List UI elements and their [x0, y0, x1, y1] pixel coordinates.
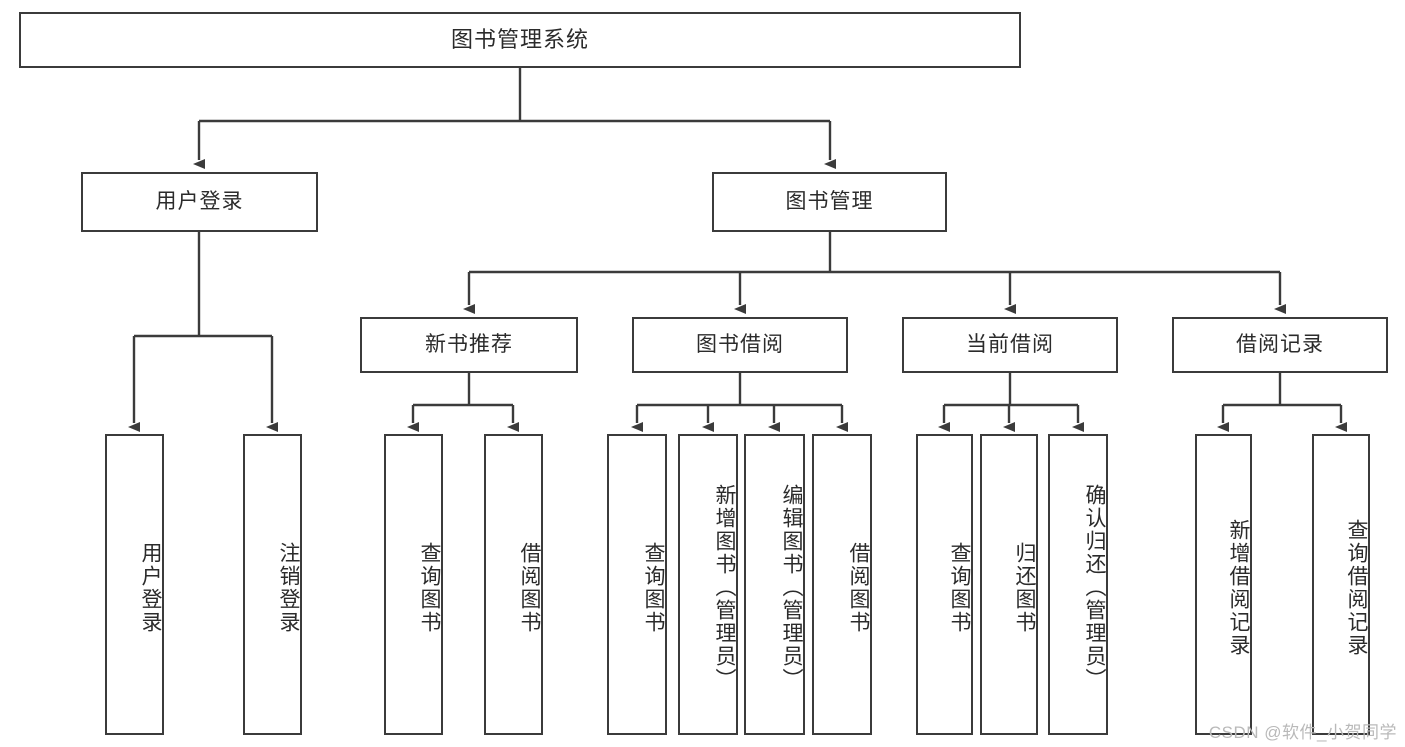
leaf-user-logout[interactable]: 注销登录	[243, 434, 302, 735]
node-book-borrow[interactable]: 图书借阅	[632, 317, 848, 373]
node-label: 查询图书	[642, 541, 665, 634]
node-label: 确认归还（管理员）	[1083, 484, 1106, 691]
node-label: 当前借阅	[966, 333, 1054, 357]
leaf-borrow-edit-book-admin[interactable]: 编辑图书（管理员）	[744, 434, 805, 735]
leaf-recommend-borrow-book[interactable]: 借阅图书	[484, 434, 543, 735]
node-label: 注销登录	[277, 541, 300, 634]
node-user-login[interactable]: 用户登录	[81, 172, 318, 232]
leaf-user-login[interactable]: 用户登录	[105, 434, 164, 735]
node-label: 借阅图书	[518, 541, 541, 634]
leaf-record-add-borrow-record[interactable]: 新增借阅记录	[1195, 434, 1252, 735]
csdn-watermark: CSDN @软件_小贺同学	[1208, 723, 1397, 742]
node-root-system[interactable]: 图书管理系统	[19, 12, 1021, 68]
leaf-borrow-borrow-book[interactable]: 借阅图书	[812, 434, 872, 735]
node-borrow-record[interactable]: 借阅记录	[1172, 317, 1388, 373]
leaf-current-return-book[interactable]: 归还图书	[980, 434, 1038, 735]
node-label: 查询借阅记录	[1345, 518, 1368, 657]
node-new-book-recommend[interactable]: 新书推荐	[360, 317, 578, 373]
node-label: 查询图书	[418, 541, 441, 634]
node-label: 借阅记录	[1236, 333, 1324, 357]
leaf-borrow-query-book[interactable]: 查询图书	[607, 434, 667, 735]
node-label: 新增借阅记录	[1227, 518, 1250, 657]
node-label: 新书推荐	[425, 333, 513, 357]
leaf-record-query-borrow-record[interactable]: 查询借阅记录	[1312, 434, 1370, 735]
node-label: 查询图书	[948, 541, 971, 634]
node-label: 编辑图书（管理员）	[780, 484, 803, 691]
node-label: 图书借阅	[696, 333, 784, 357]
node-book-management[interactable]: 图书管理	[712, 172, 947, 232]
node-label: 新增图书（管理员）	[713, 484, 736, 691]
node-label: 用户登录	[139, 541, 162, 634]
leaf-recommend-query-book[interactable]: 查询图书	[384, 434, 443, 735]
node-label: 图书管理	[785, 190, 874, 214]
node-label: 图书管理系统	[450, 26, 589, 52]
node-current-borrow[interactable]: 当前借阅	[902, 317, 1118, 373]
node-label: 借阅图书	[847, 541, 870, 634]
leaf-borrow-add-book-admin[interactable]: 新增图书（管理员）	[678, 434, 738, 735]
leaf-current-query-book[interactable]: 查询图书	[916, 434, 973, 735]
leaf-current-confirm-return-admin[interactable]: 确认归还（管理员）	[1048, 434, 1108, 735]
node-label: 用户登录	[155, 190, 244, 214]
node-label: 归还图书	[1013, 541, 1036, 634]
